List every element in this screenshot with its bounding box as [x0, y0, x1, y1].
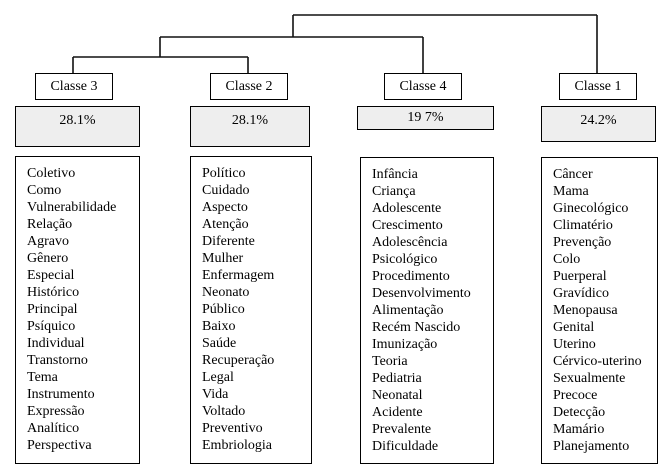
word-item: Câncer: [553, 167, 593, 182]
class-label-box: Classe 1: [559, 73, 637, 100]
word-item: Alimentação: [372, 303, 444, 318]
word-item: Prevenção: [553, 235, 612, 250]
word-item: Mama: [553, 184, 589, 199]
word-item: Colo: [553, 252, 581, 267]
word-item: Recém Nascido: [372, 320, 461, 335]
class-percentage-box: 28.1%: [15, 106, 140, 147]
word-item: Enfermagem: [202, 268, 275, 283]
word-item: Embriologia: [202, 438, 272, 453]
word-item: Político: [202, 166, 246, 181]
word-item: Precoce: [553, 388, 598, 403]
word-item: Expressão: [27, 404, 85, 419]
word-item: Instrumento: [27, 387, 95, 402]
word-item: Adolescência: [372, 235, 448, 250]
class-percentage-box: 19 7%: [357, 106, 494, 130]
word-item: Psicológico: [372, 252, 438, 267]
word-item: Genital: [553, 320, 595, 335]
word-item: Planejamento: [553, 439, 630, 454]
word-item: Gravídico: [553, 286, 609, 301]
class-label-box: Classe 4: [384, 73, 462, 100]
word-item: Baixo: [202, 319, 236, 334]
word-item: Climatério: [553, 218, 613, 233]
word-item: Coletivo: [27, 166, 76, 181]
word-item: Relação: [27, 217, 73, 232]
word-item: Agravo: [27, 234, 69, 249]
class-label-box: Classe 2: [210, 73, 288, 100]
word-item: Público: [202, 302, 245, 317]
word-item: Infância: [372, 167, 418, 182]
word-item: Neonato: [202, 285, 250, 300]
word-item: Desenvolvimento: [372, 286, 471, 301]
word-item: Procedimento: [372, 269, 450, 284]
word-item: Puerperal: [553, 269, 607, 284]
word-item: Como: [27, 183, 62, 198]
class-percentage-box: 28.1%: [190, 106, 310, 147]
word-item: Perspectiva: [27, 438, 92, 453]
word-item: Detecção: [553, 405, 606, 420]
word-item: Cérvico-uterino: [553, 354, 642, 369]
word-item: Crescimento: [372, 218, 443, 233]
word-item: Aspecto: [202, 200, 248, 215]
word-item: Diferente: [202, 234, 255, 249]
word-item: Dificuldade: [372, 439, 439, 454]
word-item: Voltado: [202, 404, 246, 419]
word-item: Sexualmente: [553, 371, 626, 386]
word-item: Mulher: [202, 251, 244, 266]
word-item: Transtorno: [27, 353, 88, 368]
class-percentage: 28.1%: [231, 113, 269, 128]
word-item: Teoria: [372, 354, 408, 369]
word-item: Legal: [202, 370, 234, 385]
word-item: Adolescente: [372, 201, 442, 216]
word-item: Prevalente: [372, 422, 432, 437]
class-percentage: 28.1%: [59, 113, 96, 128]
word-item: Saúde: [202, 336, 237, 351]
word-item: Preventivo: [202, 421, 263, 436]
word-item: Analítico: [27, 421, 80, 436]
class-percentage: 24.2%: [580, 113, 617, 128]
word-item: Pediatria: [372, 371, 422, 386]
class-name: Classe 1: [574, 78, 622, 94]
word-item: Acidente: [372, 405, 423, 420]
word-item: Menopausa: [553, 303, 618, 318]
class-name: Classe 4: [399, 78, 447, 94]
word-item: Mamário: [553, 422, 605, 437]
word-item: Vulnerabilidade: [27, 200, 117, 215]
class-percentage-box: 24.2%: [541, 106, 656, 142]
word-item: Atenção: [202, 217, 249, 232]
class-name: Classe 2: [225, 78, 273, 94]
word-item: Cuidado: [202, 183, 250, 198]
word-item: Ginecológico: [553, 201, 629, 216]
word-item: Principal: [27, 302, 78, 317]
class-label-box: Classe 3: [35, 73, 113, 100]
class-name: Classe 3: [50, 78, 98, 94]
word-item: Imunização: [372, 337, 438, 352]
word-item: Recuperação: [202, 353, 275, 368]
word-item: Neonatal: [372, 388, 423, 403]
word-item: Histórico: [27, 285, 80, 300]
word-item: Vida: [202, 387, 229, 402]
class-percentage: 19 7%: [407, 110, 444, 125]
word-item: Psíquico: [27, 319, 76, 334]
word-item: Individual: [27, 336, 85, 351]
word-item: Tema: [27, 370, 58, 385]
word-item: Especial: [27, 268, 75, 283]
word-item: Uterino: [553, 337, 596, 352]
word-item: Criança: [372, 184, 416, 199]
word-item: Gênero: [27, 251, 69, 266]
